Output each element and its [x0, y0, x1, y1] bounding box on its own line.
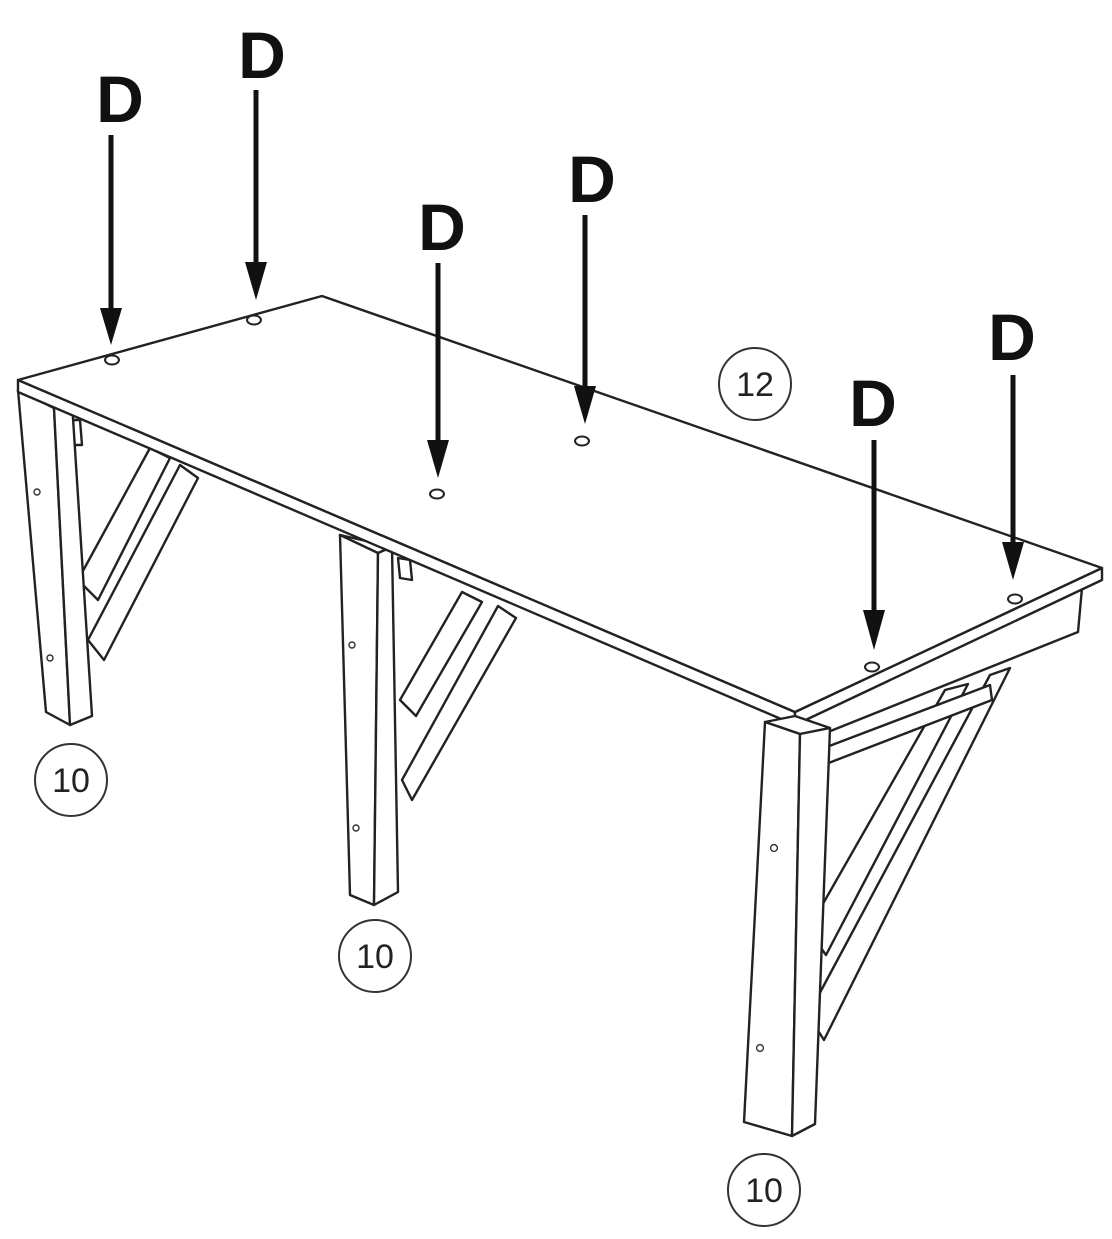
- down-arrow-head: [100, 308, 122, 345]
- part-callout-circle: [34, 743, 108, 817]
- fastener-label: D: [849, 366, 897, 440]
- part-callout-circle: [338, 919, 412, 993]
- right-leg-side: [790, 726, 832, 1138]
- right-leg-front: [742, 720, 802, 1138]
- down-arrow-head: [245, 262, 267, 300]
- fastener-label: D: [988, 300, 1036, 374]
- fastener-labels: D D D D D D: [96, 18, 1036, 440]
- down-arrow-head: [574, 386, 596, 424]
- screw-hole-icon: [429, 488, 445, 500]
- part-number: 10: [356, 938, 394, 976]
- middle-brace-1: [398, 590, 484, 718]
- screw-hole-icon: [574, 435, 590, 447]
- part-callout-circle: [727, 1153, 801, 1227]
- part-callout-right-leg: 10: [727, 1153, 801, 1227]
- screw-hole-icon: [1007, 593, 1023, 605]
- part-number: 12: [736, 366, 774, 404]
- part-number: 10: [745, 1172, 783, 1210]
- screw-hole-icon: [246, 314, 262, 326]
- fastener-label: D: [568, 142, 616, 216]
- leg-screw: [33, 488, 41, 496]
- middle-back-leg: [396, 556, 414, 582]
- screw-hole-icon: [864, 661, 880, 673]
- fastener-label: D: [238, 18, 286, 92]
- fastener-arrows: [100, 90, 1024, 650]
- leg-screw: [46, 654, 54, 662]
- screw-hole-icon: [104, 354, 120, 366]
- screw-holes: [104, 314, 1023, 673]
- part-callouts: 12 10 10 10: [34, 347, 801, 1227]
- tabletop-surface: [16, 294, 1104, 714]
- part-callout-tabletop: 12: [718, 347, 792, 421]
- middle-leg-assembly: [338, 533, 518, 907]
- fastener-label: D: [96, 62, 144, 136]
- down-arrow-head: [427, 440, 449, 478]
- left-brace-2: [86, 463, 200, 662]
- right-leg-assembly: [742, 666, 1012, 1138]
- part-callout-left-leg: 10: [34, 743, 108, 817]
- leg-screw: [352, 824, 360, 832]
- part-callout-middle-leg: 10: [338, 919, 412, 993]
- middle-leg-front: [338, 533, 380, 907]
- fastener-label: D: [418, 190, 466, 264]
- leg-screw: [755, 1043, 765, 1053]
- leg-screw: [769, 843, 779, 853]
- part-callout-circle: [718, 347, 792, 421]
- tabletop: [16, 294, 1104, 742]
- middle-brace-2: [400, 604, 518, 802]
- down-arrow-head: [863, 610, 885, 650]
- middle-leg-side: [372, 545, 400, 907]
- part-number: 10: [52, 762, 90, 800]
- down-arrow-head: [1002, 542, 1024, 580]
- leg-screw: [348, 641, 356, 649]
